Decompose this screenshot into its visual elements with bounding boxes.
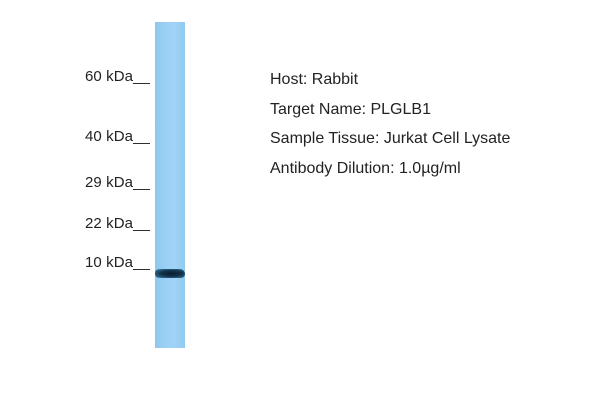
sample-tissue-line: Sample Tissue: Jurkat Cell Lysate (270, 130, 511, 147)
host-line: Host: Rabbit (270, 71, 359, 88)
marker-40-kda: 40 kDa__ (84, 128, 150, 145)
antibody-dilution-line: Antibody Dilution: 1.0µg/ml (270, 159, 461, 177)
marker-22-kda: 22 kDa__ (84, 215, 150, 232)
protein-band (155, 269, 185, 278)
marker-29-kda: 29 kDa__ (84, 174, 150, 191)
target-name-line: Target Name: PLGLB1 (270, 100, 431, 118)
molecular-weight-markers: 60 kDa__ 40 kDa__ 29 kDa__ 22 kDa__ 10 k… (0, 0, 150, 400)
marker-60-kda: 60 kDa__ (84, 68, 150, 85)
marker-10-kda: 10 kDa__ (84, 254, 150, 271)
sample-info: Host: Rabbit Target Name: PLGLB1 Sample … (270, 70, 590, 188)
blot-lane (155, 22, 185, 348)
